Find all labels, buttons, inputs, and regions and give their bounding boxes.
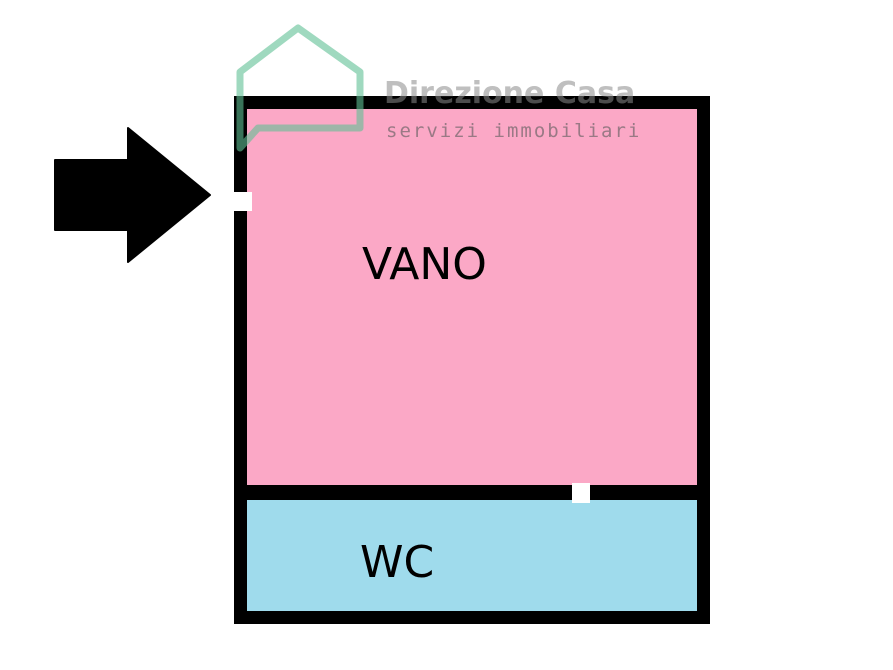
room-wc — [247, 500, 697, 611]
watermark: Direzione Casa servizi immobiliari — [236, 24, 641, 152]
room-label-vano: VANO — [362, 239, 487, 290]
watermark-title: Direzione Casa — [384, 76, 635, 111]
watermark-subtitle: servizi immobiliari — [386, 120, 641, 142]
room-label-wc: WC — [360, 537, 434, 588]
house-logo-icon — [236, 24, 364, 152]
entrance-arrow-icon — [54, 127, 211, 263]
room-vano — [247, 109, 697, 485]
entrance-door-opening — [232, 192, 252, 211]
wc-door-opening — [572, 483, 590, 503]
